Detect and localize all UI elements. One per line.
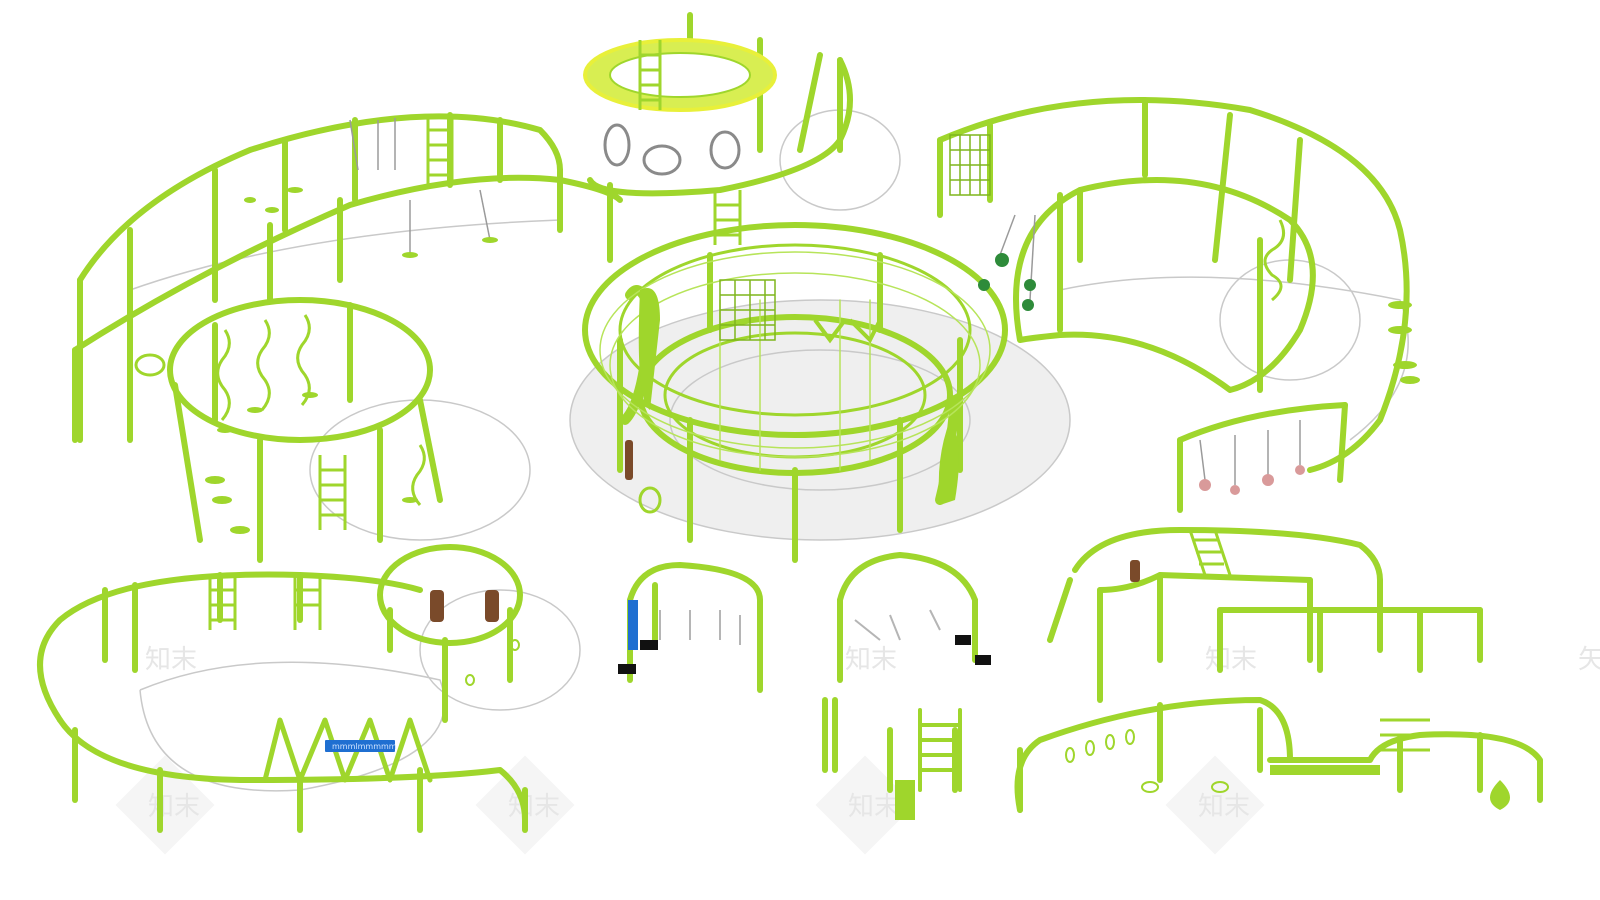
- watermark-text: 知末: [845, 645, 897, 675]
- ladders: [208, 40, 1430, 752]
- net-top-right: [949, 134, 991, 196]
- sign-text: mmmlmmmmm: [332, 742, 397, 751]
- bottom-center-arches: [627, 552, 978, 793]
- watermark-text: 知末: [848, 792, 900, 822]
- top-hang-ring: [583, 38, 777, 112]
- hanging-rings: [134, 123, 741, 514]
- black-plates: [618, 635, 991, 674]
- left-cylinder-frame: [167, 297, 443, 563]
- ladder-bottom-left: [208, 575, 322, 630]
- equipment-frames: [37, 12, 1543, 833]
- net-center: [719, 279, 776, 341]
- ladder-center: [713, 190, 742, 245]
- green-pads: [638, 288, 1510, 820]
- balls: [978, 253, 1305, 495]
- watermark-text: 知末: [1205, 645, 1257, 675]
- watermarks: 知末 知末 知末 知末 知末 知末 知末 矢: [115, 645, 1600, 855]
- blue-panel: [628, 600, 638, 650]
- ladder-cylinder: [318, 455, 347, 530]
- watermark-edge-text: 矢: [1578, 645, 1600, 675]
- ladder-top-left: [426, 115, 454, 185]
- ladder-bottom-right: [1188, 529, 1430, 752]
- sign-board: mmmlmmmmm: [325, 740, 397, 752]
- wavy-bars: [216, 219, 1286, 506]
- climbing-nets: [719, 134, 991, 341]
- punching-bags: [430, 440, 1140, 622]
- metal-handles: [659, 318, 941, 645]
- top-left-arc-frame: [72, 112, 623, 443]
- watermark-text: 知末: [508, 792, 560, 822]
- watermark-text: 知末: [145, 645, 197, 675]
- watermark-text: 知末: [148, 792, 200, 822]
- ground-shadows: [129, 109, 1409, 792]
- bottom-right-upper-frame: [1047, 527, 1483, 703]
- wall-bars: [918, 708, 962, 792]
- top-right-c-frame: [937, 97, 1410, 513]
- bottom-right-lower-frame: [1014, 697, 1543, 813]
- hanging-ropes: [349, 118, 1301, 485]
- bottom-left-frame: [37, 544, 528, 833]
- gymnastic-rings: [465, 639, 1229, 793]
- disc-seats: [205, 187, 1420, 534]
- watermark-text: 知末: [1198, 792, 1250, 822]
- ladder-top-center: [638, 40, 662, 110]
